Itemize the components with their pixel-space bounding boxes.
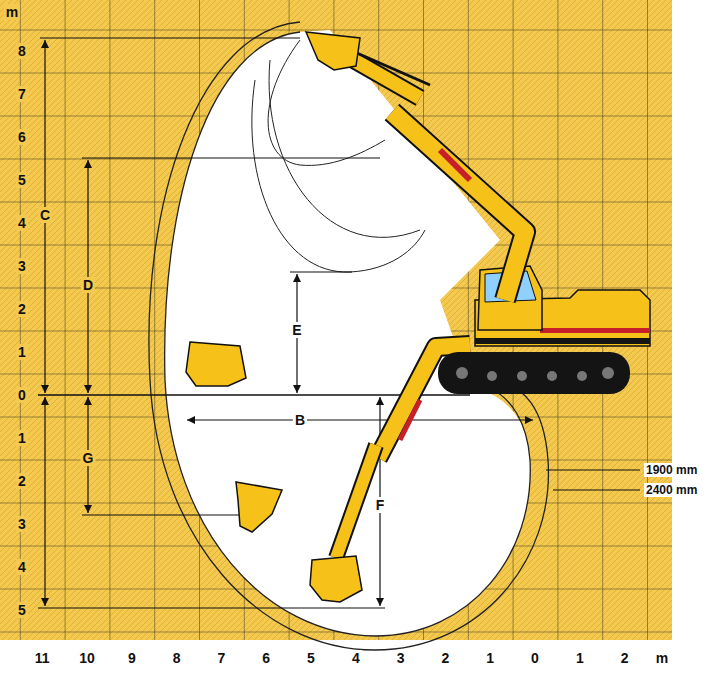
axis-number: 1	[484, 650, 496, 666]
axis-number: 3	[395, 650, 407, 666]
axis-number: 2	[439, 650, 451, 666]
dimension-letter: B	[293, 412, 307, 428]
axis-unit: m	[4, 4, 20, 20]
axis-number: 0	[16, 387, 28, 403]
axis-number: 1	[574, 650, 586, 666]
dimension-letter: D	[81, 277, 95, 293]
axis-number: 7	[215, 650, 227, 666]
axis-number: 4	[16, 215, 28, 231]
axis-number: 6	[16, 129, 28, 145]
axis-number: 2	[16, 301, 28, 317]
axis-number: 5	[16, 602, 28, 618]
axis-number: 4	[350, 650, 362, 666]
dimension-letter: F	[374, 497, 387, 513]
dimension-letter: E	[290, 322, 303, 338]
axis-number: 4	[16, 559, 28, 575]
axis-number: 8	[16, 43, 28, 59]
axis-number: 2	[619, 650, 631, 666]
axis-number: 3	[16, 516, 28, 532]
axis-number: 10	[77, 650, 97, 666]
dimension-value: 1900 mm	[644, 463, 699, 477]
dimension-value: 2400 mm	[644, 483, 699, 497]
axis-number: 1	[16, 430, 28, 446]
axis-number: 9	[126, 650, 138, 666]
axis-number: 7	[16, 86, 28, 102]
axis-number: 8	[171, 650, 183, 666]
axis-number: 1	[16, 344, 28, 360]
axis-number: 0	[529, 650, 541, 666]
axis-number: 3	[16, 258, 28, 274]
dimension-letter: C	[38, 207, 52, 223]
dimension-letter: G	[81, 450, 96, 466]
axis-unit: m	[654, 650, 670, 666]
axis-number: 6	[260, 650, 272, 666]
axis-number: 11	[33, 650, 52, 666]
axis-number: 5	[305, 650, 317, 666]
axis-number: 2	[16, 473, 28, 489]
axis-number: 5	[16, 172, 28, 188]
